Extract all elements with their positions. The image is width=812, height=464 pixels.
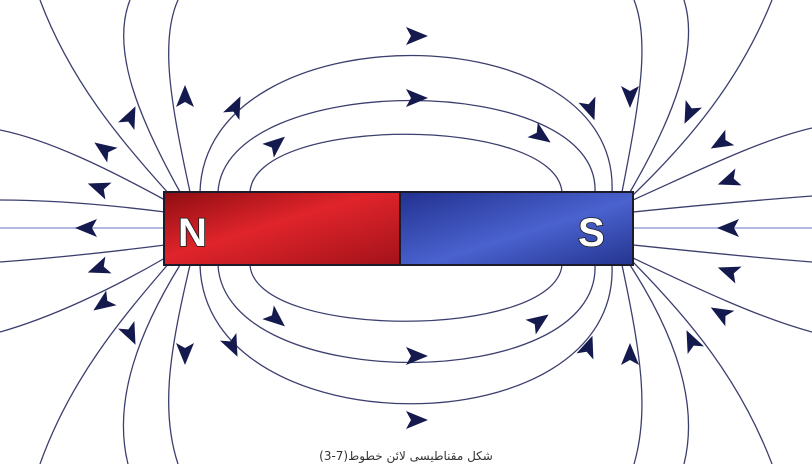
field-arrow bbox=[621, 343, 639, 365]
field-arrow bbox=[706, 300, 734, 327]
field-line-bottom-inner bbox=[250, 265, 562, 321]
field-arrow bbox=[406, 27, 428, 45]
field-line-right-6 bbox=[633, 245, 812, 262]
field-arrow bbox=[578, 96, 602, 123]
field-arrow bbox=[715, 168, 742, 192]
field-line-bottom-outer bbox=[200, 265, 612, 404]
field-arrow bbox=[223, 92, 249, 120]
field-arrow bbox=[406, 89, 428, 107]
field-line-left-7 bbox=[0, 258, 165, 332]
field-arrow bbox=[85, 256, 112, 280]
north-label: N bbox=[178, 211, 207, 255]
field-line-right-5 bbox=[633, 196, 812, 212]
field-arrow bbox=[706, 130, 734, 157]
field-line-left-8 bbox=[40, 262, 170, 464]
field-arrow bbox=[678, 326, 704, 354]
field-line-left-6 bbox=[0, 245, 165, 262]
field-arrow bbox=[220, 333, 246, 361]
field-line-left-5 bbox=[0, 200, 165, 212]
bar-magnet: N S bbox=[164, 192, 633, 265]
field-arrow bbox=[176, 343, 194, 365]
field-line-left-10 bbox=[169, 265, 190, 464]
south-label: S bbox=[578, 211, 605, 255]
field-line-right-10 bbox=[622, 265, 642, 464]
field-arrow bbox=[621, 86, 639, 108]
field-arrow bbox=[118, 102, 144, 130]
field-arrow bbox=[262, 305, 290, 333]
field-arrow bbox=[88, 290, 116, 317]
field-arrow bbox=[525, 307, 553, 334]
field-arrow bbox=[715, 259, 742, 283]
field-line-left-3 bbox=[40, 0, 170, 195]
field-arrow bbox=[85, 175, 112, 199]
field-line-right-3 bbox=[633, 0, 772, 195]
field-arrow bbox=[406, 411, 428, 429]
field-line-top-inner bbox=[250, 134, 562, 192]
field-line-top-outer bbox=[200, 56, 612, 193]
field-arrow bbox=[676, 100, 702, 128]
field-arrow bbox=[176, 85, 194, 107]
figure-caption: (3-7)شکل مقناطیسی لائن خطوط bbox=[0, 448, 812, 464]
field-arrow bbox=[89, 135, 117, 162]
field-line-left-4 bbox=[0, 130, 165, 200]
field-arrow bbox=[527, 122, 555, 149]
field-line-right-8 bbox=[633, 262, 772, 464]
